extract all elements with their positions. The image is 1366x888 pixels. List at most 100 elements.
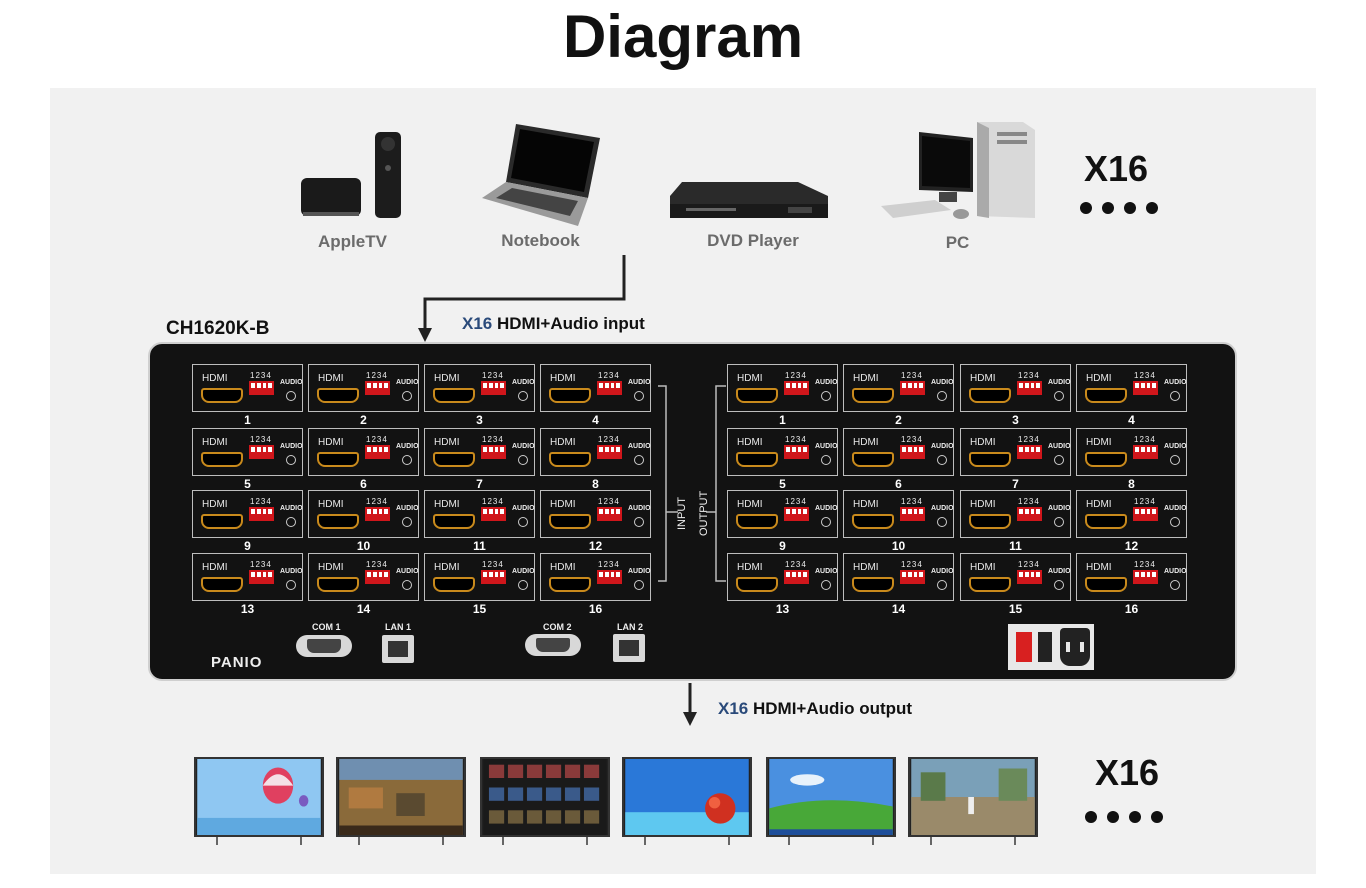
dip-switch[interactable] xyxy=(1017,570,1042,584)
dip-switch[interactable] xyxy=(784,507,809,521)
audio-jack[interactable] xyxy=(937,517,947,527)
audio-jack[interactable] xyxy=(286,580,296,590)
dip-switch[interactable] xyxy=(784,570,809,584)
audio-jack[interactable] xyxy=(634,391,644,401)
audio-jack[interactable] xyxy=(518,580,528,590)
dip-switch[interactable] xyxy=(1133,507,1158,521)
lan1-port[interactable] xyxy=(382,635,414,663)
audio-jack[interactable] xyxy=(286,517,296,527)
dip-switch[interactable] xyxy=(597,445,622,459)
audio-jack[interactable] xyxy=(1054,455,1064,465)
com1-port[interactable] xyxy=(296,635,352,657)
dip-switch[interactable] xyxy=(1133,381,1158,395)
dip-switch[interactable] xyxy=(249,507,274,521)
dip-switch[interactable] xyxy=(900,445,925,459)
dip-switch[interactable] xyxy=(249,445,274,459)
dip-switch[interactable] xyxy=(249,570,274,584)
audio-jack[interactable] xyxy=(821,517,831,527)
dip-switch[interactable] xyxy=(249,381,274,395)
dip-switch[interactable] xyxy=(365,381,390,395)
dip-switch[interactable] xyxy=(597,381,622,395)
dip-switch[interactable] xyxy=(900,507,925,521)
audio-jack[interactable] xyxy=(402,517,412,527)
dip-switch[interactable] xyxy=(900,570,925,584)
audio-jack[interactable] xyxy=(634,517,644,527)
power-socket[interactable] xyxy=(1060,628,1090,666)
audio-jack[interactable] xyxy=(937,455,947,465)
audio-jack[interactable] xyxy=(402,455,412,465)
dip-switch[interactable] xyxy=(481,381,506,395)
audio-jack[interactable] xyxy=(821,391,831,401)
audio-jack[interactable] xyxy=(518,391,528,401)
audio-jack[interactable] xyxy=(518,455,528,465)
audio-jack[interactable] xyxy=(634,580,644,590)
dip-switch[interactable] xyxy=(365,445,390,459)
audio-jack[interactable] xyxy=(402,391,412,401)
dip-switch[interactable] xyxy=(481,570,506,584)
dip-switch[interactable] xyxy=(784,445,809,459)
dip-switch[interactable] xyxy=(1017,381,1042,395)
audio-jack[interactable] xyxy=(1170,517,1180,527)
audio-jack[interactable] xyxy=(1054,391,1064,401)
audio-jack[interactable] xyxy=(1054,580,1064,590)
com2-port[interactable] xyxy=(525,634,581,656)
audio-jack[interactable] xyxy=(821,580,831,590)
dip-switch[interactable] xyxy=(481,507,506,521)
audio-jack[interactable] xyxy=(821,455,831,465)
dip-switch[interactable] xyxy=(1133,570,1158,584)
audio-jack[interactable] xyxy=(1170,580,1180,590)
dip-switch[interactable] xyxy=(365,507,390,521)
dip-switch[interactable] xyxy=(481,445,506,459)
dip-switch[interactable] xyxy=(365,570,390,584)
audio-jack[interactable] xyxy=(937,580,947,590)
dip-switch[interactable] xyxy=(597,570,622,584)
dip-switch[interactable] xyxy=(784,381,809,395)
audio-jack[interactable] xyxy=(1170,455,1180,465)
lan2-port[interactable] xyxy=(613,634,645,662)
audio-jack[interactable] xyxy=(518,517,528,527)
audio-jack[interactable] xyxy=(286,391,296,401)
audio-jack[interactable] xyxy=(634,455,644,465)
dip-switch[interactable] xyxy=(1017,507,1042,521)
dip-switch[interactable] xyxy=(900,381,925,395)
audio-jack[interactable] xyxy=(402,580,412,590)
dip-switch[interactable] xyxy=(597,507,622,521)
audio-jack[interactable] xyxy=(1054,517,1064,527)
audio-jack[interactable] xyxy=(1170,391,1180,401)
audio-jack[interactable] xyxy=(286,455,296,465)
dip-switch[interactable] xyxy=(1017,445,1042,459)
dip-switch[interactable] xyxy=(1133,445,1158,459)
